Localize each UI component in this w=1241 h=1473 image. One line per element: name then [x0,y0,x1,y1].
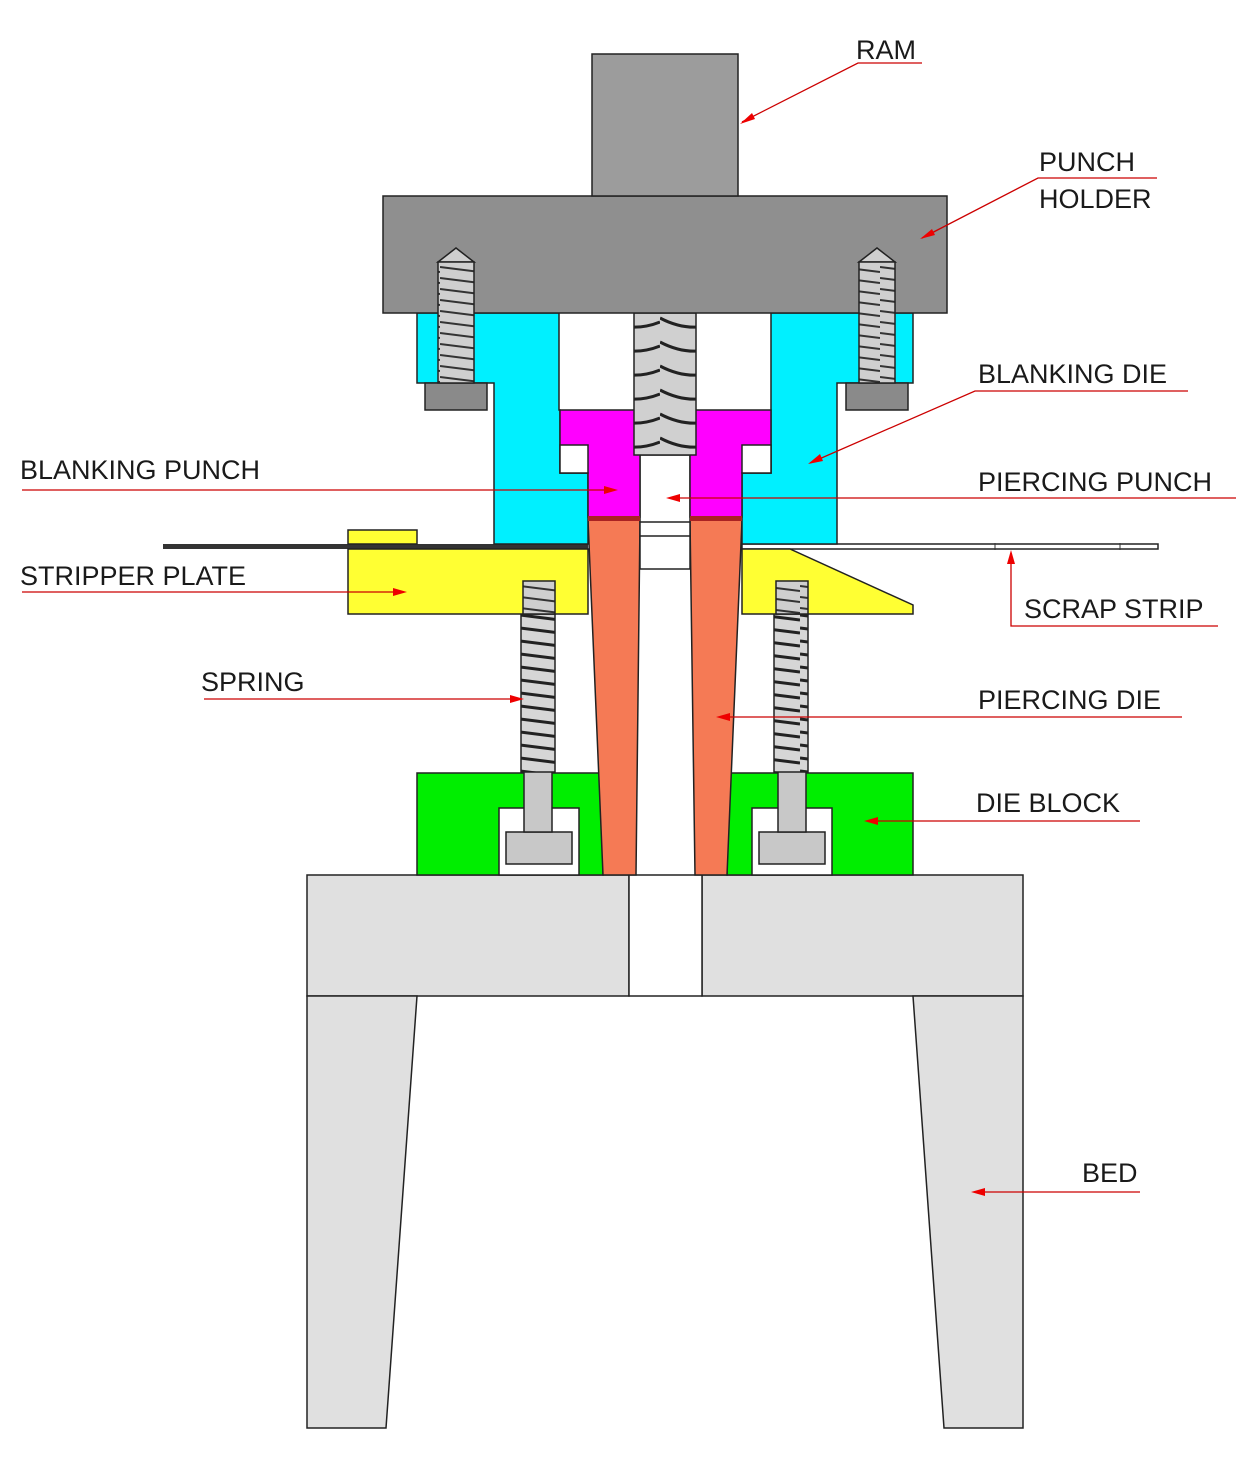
label-blanking-die: BLANKING DIE [978,359,1167,389]
bed-slug-hole [628,874,703,997]
arrow-die-block [864,817,878,825]
strip-left [163,544,588,549]
spring-right [773,611,809,773]
die-block [416,772,914,876]
labels: RAM PUNCH HOLDER BLANKING DIE BLANKING P… [20,35,1212,1188]
arrow-scrap-strip [1007,550,1015,564]
punch-holder-plate [382,195,948,314]
arrow-ram [740,113,755,124]
bolt-thread-right-top [775,580,809,615]
bed-top-left [306,874,630,997]
piercing-die [587,519,743,876]
label-piercing-die: PIERCING DIE [978,685,1161,715]
label-piercing-punch: PIERCING PUNCH [978,467,1212,497]
leader-punch-holder [921,177,1157,239]
label-blanking-punch: BLANKING PUNCH [20,455,260,485]
leader-ram [741,62,922,123]
punch-shank [633,312,697,456]
stripper-plate [347,529,914,615]
cap-screw-right-head [845,382,909,411]
piercing-punch [639,454,691,570]
arrow-spring [510,695,524,703]
cap-screw-left-head [424,382,488,411]
piercing-punch-body [639,454,691,570]
arrow-piercing-die [716,713,730,721]
label-spring: SPRING [201,667,305,697]
leader-blanking-die [809,390,1188,464]
ram [591,53,739,197]
bolt-shank-right [777,769,807,833]
label-scrap-strip: SCRAP STRIP [1024,594,1204,624]
label-punch-holder-1: PUNCH [1039,147,1135,177]
bolt-head-right [758,831,826,865]
arrow-blanking-die [808,454,823,464]
blanking-punch-edge-right [690,516,742,521]
arrow-blanking-punch [604,486,618,494]
bed-top-right [701,874,1024,997]
label-punch-holder-2: HOLDER [1039,184,1152,214]
cap-screw-right [845,247,909,411]
cap-screw-left [424,247,488,411]
label-bed: BED [1082,1158,1138,1188]
bed-leg-left [306,995,418,1429]
blanking-punch-edge-left [588,516,640,521]
bolt-head-left [505,831,573,865]
arrow-stripper-plate [393,588,407,596]
cap-screw-right-thread [858,261,896,384]
arrow-piercing-punch [666,494,680,502]
scrap-strip [163,543,1159,550]
stripper-plate-right [741,548,914,615]
stock-guide-block [347,529,418,545]
strip-right [741,543,1159,550]
blanking-punch [559,409,772,521]
cap-screw-left-thread [437,261,475,384]
arrow-bed [971,1188,985,1196]
label-stripper-plate: STRIPPER PLATE [20,561,246,591]
spring-left [520,611,556,773]
punch-holder [382,195,948,314]
arrow-punch-holder [920,229,935,239]
bed [306,874,1024,1429]
label-die-block: DIE BLOCK [976,788,1120,818]
bolt-thread-left-top [522,580,556,615]
label-ram: RAM [856,35,916,65]
bed-leg-right [912,995,1024,1429]
leader-lines [22,62,1236,1196]
blanking-punch-right-notch [741,444,772,474]
blanking-punch-left-notch [559,444,589,474]
punch-shank-thread [633,312,697,456]
leader-scrap-strip [1010,553,1218,627]
bolt-shank-left [523,769,553,833]
